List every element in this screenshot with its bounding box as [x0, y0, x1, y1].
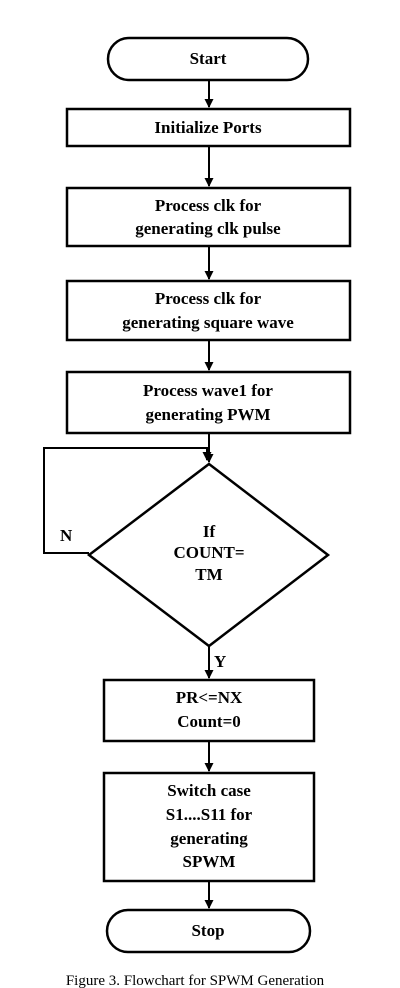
terminator-start-label: Start: [190, 49, 227, 68]
process-square-wave-shape: [65, 279, 352, 342]
process-reset-count: PR<=NX Count=0: [102, 678, 316, 743]
figure-caption: Figure 3. Flowchart for SPWM Generation: [66, 973, 325, 988]
process-reset-count-shape: [102, 678, 316, 743]
terminator-stop-label: Stop: [191, 921, 224, 940]
process-clk-pulse-line-2: generating clk pulse: [135, 219, 281, 238]
terminator-stop: Stop: [105, 908, 312, 954]
process-pwm-shape: [65, 370, 352, 435]
process-initialize-ports: Initialize Ports: [65, 107, 352, 148]
process-initialize-ports-shape: [65, 107, 352, 148]
process-initialize-ports-label: Initialize Ports: [154, 118, 262, 137]
process-clk-pulse-shape: [65, 186, 352, 248]
process-pwm: Process wave1 for generating PWM: [65, 370, 352, 435]
process-reset-count-line-1: PR<=NX: [176, 688, 243, 707]
process-pwm-line-2: generating PWM: [145, 405, 270, 424]
process-pwm-line-1: Process wave1 for: [143, 381, 273, 400]
terminator-start-shape: [106, 36, 310, 82]
branch-label-yes: Y: [214, 652, 226, 671]
decision-line-3: TM: [195, 565, 222, 584]
process-reset-count-line-2: Count=0: [177, 712, 241, 731]
connector-no-loop: [43, 447, 212, 554]
terminator-start: Start: [106, 36, 310, 82]
decision-count-equals-tm: If COUNT= TM: [86, 462, 331, 648]
process-switch-case-line-2: S1....S11 for: [166, 805, 253, 824]
process-switch-case-line-4: SPWM: [183, 852, 236, 871]
branch-label-no: N: [60, 526, 73, 545]
process-square-wave-line-1: Process clk for: [155, 289, 262, 308]
process-switch-case-shape: [102, 771, 316, 883]
process-switch-case-line-1: Switch case: [167, 781, 251, 800]
process-square-wave-line-2: generating square wave: [122, 313, 294, 332]
process-switch-case-line-3: generating: [170, 829, 248, 848]
process-clk-pulse: Process clk for generating clk pulse: [65, 186, 352, 248]
connectors: [43, 81, 214, 909]
process-clk-pulse-line-1: Process clk for: [155, 196, 262, 215]
decision-line-1: If: [203, 522, 216, 541]
process-square-wave: Process clk for generating square wave: [65, 279, 352, 342]
process-switch-case: Switch case S1....S11 for generating SPW…: [102, 771, 316, 883]
terminator-stop-shape: [105, 908, 312, 954]
decision-line-2: COUNT=: [173, 543, 244, 562]
decision-count-equals-tm-shape: [86, 462, 331, 648]
